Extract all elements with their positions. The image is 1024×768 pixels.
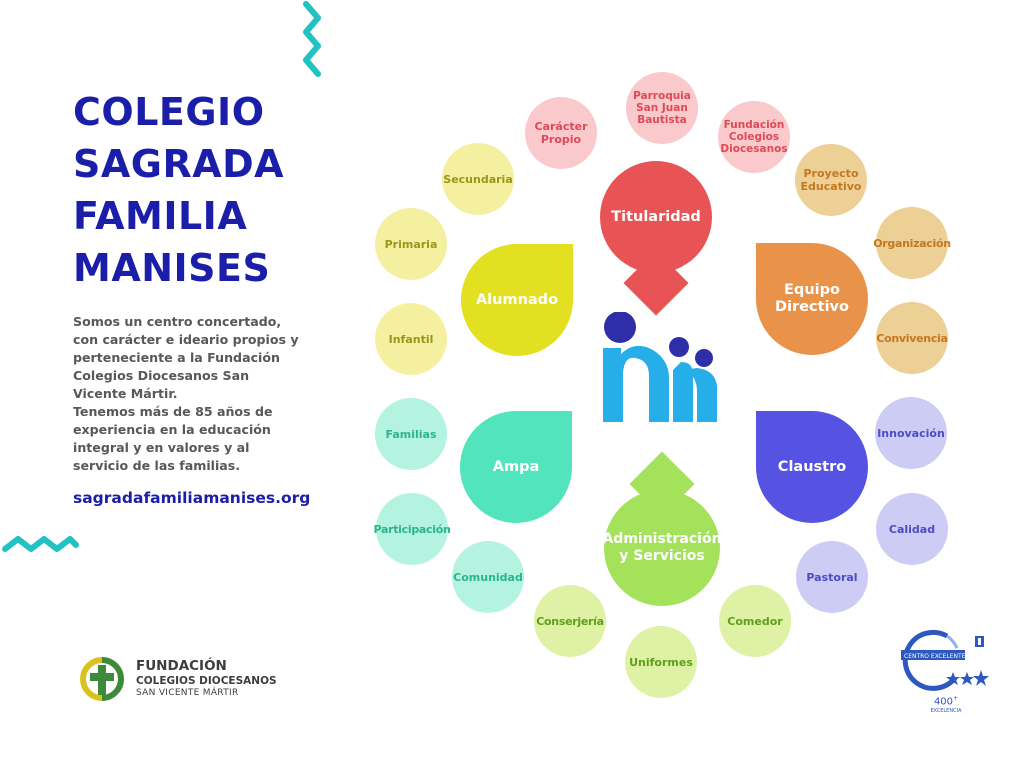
fundacion-cross-logo (80, 657, 124, 701)
node-label: Organización (873, 236, 951, 250)
title-line: FAMILIA (73, 194, 248, 238)
node-label: Uniformes (629, 655, 693, 669)
seal-number-sup: + (953, 695, 959, 702)
colegio-m-logo (603, 312, 717, 422)
fundacion-logo: FUNDACIÓN COLEGIOS DIOCESANOS SAN VICENT… (78, 655, 277, 703)
node-convivencia: Convivencia (876, 302, 948, 374)
foundation-subtitle: COLEGIOS DIOCESANOS (136, 675, 277, 687)
node-label: Conserjería (536, 614, 604, 628)
hub-label: Claustro (777, 458, 847, 475)
node-organizacion: Organización (873, 207, 951, 279)
excellence-seal: CENTRO EXCELENTE (901, 629, 989, 691)
seal-number-value: 400 (933, 696, 954, 708)
hub-alumnado: Alumnado (461, 244, 573, 356)
node-label: Propio (540, 133, 582, 146)
node-label: Primaria (384, 237, 438, 251)
node-label: Comedor (727, 614, 783, 628)
node-label: Innovación (877, 426, 945, 440)
description-line: servicio de las familias. (73, 458, 241, 473)
node-label: Convivencia (876, 331, 948, 345)
hub-label: Administración (602, 531, 722, 547)
seal-number: 400+ (928, 693, 964, 708)
title-line: COLEGIO (73, 90, 265, 134)
description-line: perteneciente a la Fundación (73, 350, 280, 365)
hub-label: Titularidad (611, 208, 701, 225)
node-pastoral: Pastoral (796, 541, 868, 613)
description-line: Somos un centro concertado, (73, 314, 282, 329)
seal-caption: 400+ EXCELENCIA (928, 693, 964, 715)
description-line: Vicente Mártir. (73, 386, 178, 401)
node-conserjeria: Conserjería (534, 585, 606, 657)
title-line: MANISES (73, 246, 271, 290)
hub-label: Equipo (784, 282, 840, 298)
hub-label: Alumnado (475, 291, 559, 308)
description-line: con carácter e ideario propios y (73, 332, 299, 347)
school-description: Somos un centro concertado, con carácter… (73, 313, 318, 475)
node-label: Carácter (534, 120, 588, 133)
school-title: COLEGIO SAGRADA FAMILIA MANISES (73, 86, 284, 294)
zigzag-vertical-decoration (303, 1, 321, 77)
node-label: Parroquia (633, 90, 691, 102)
seal-band-text: CENTRO EXCELENTE (904, 653, 966, 660)
node-calidad: Calidad (876, 493, 948, 565)
node-label: Calidad (888, 522, 936, 536)
node-label: Bautista (637, 114, 687, 126)
hub-ampa: Ampa (460, 411, 572, 523)
node-uniformes: Uniformes (625, 626, 697, 698)
description-line: Colegios Diocesanos San (73, 368, 250, 383)
node-label: Infantil (388, 332, 434, 346)
node-comedor: Comedor (719, 585, 791, 657)
node-infantil: Infantil (375, 303, 447, 375)
node-label: Pastoral (806, 570, 858, 584)
description-line: integral y en valores y al (73, 440, 250, 455)
node-label: San Juan (636, 102, 688, 114)
node-label: Participación (373, 522, 451, 536)
node-label: Comunidad (453, 570, 523, 584)
zigzag-horizontal-decoration (2, 536, 79, 552)
description-line: experiencia en la educación (73, 422, 271, 437)
description-line: Tenemos más de 85 años de (73, 404, 273, 419)
foundation-place: SAN VICENTE MÁRTIR (136, 688, 239, 698)
node-participacion: Participación (373, 493, 451, 565)
node-label: Familias (385, 427, 437, 441)
node-label: Diocesanos (720, 143, 788, 155)
node-label: Proyecto (803, 167, 859, 180)
seal-excellence: EXCELENCIA (930, 708, 962, 715)
title-line: SAGRADA (73, 142, 285, 186)
hub-label: y Servicios (619, 548, 705, 564)
node-label: Colegios (728, 131, 780, 143)
foundation-name: FUNDACIÓN (136, 658, 227, 674)
website-link[interactable]: sagradafamiliamanises.org (73, 489, 311, 507)
hub-label: Directivo (775, 299, 849, 315)
node-label: Educativo (800, 180, 862, 193)
hub-label: Ampa (492, 458, 540, 475)
hub-claustro: Claustro (756, 411, 868, 523)
node-primaria: Primaria (375, 208, 447, 280)
hub-titularidad: Titularidad (600, 161, 712, 273)
node-familias: Familias (375, 398, 447, 470)
node-innovacion: Innovación (875, 397, 947, 469)
node-comunidad: Comunidad (452, 541, 524, 613)
node-secundaria: Secundaria (442, 143, 514, 215)
node-label: Secundaria (443, 172, 513, 186)
node-label: Fundación (723, 119, 785, 131)
